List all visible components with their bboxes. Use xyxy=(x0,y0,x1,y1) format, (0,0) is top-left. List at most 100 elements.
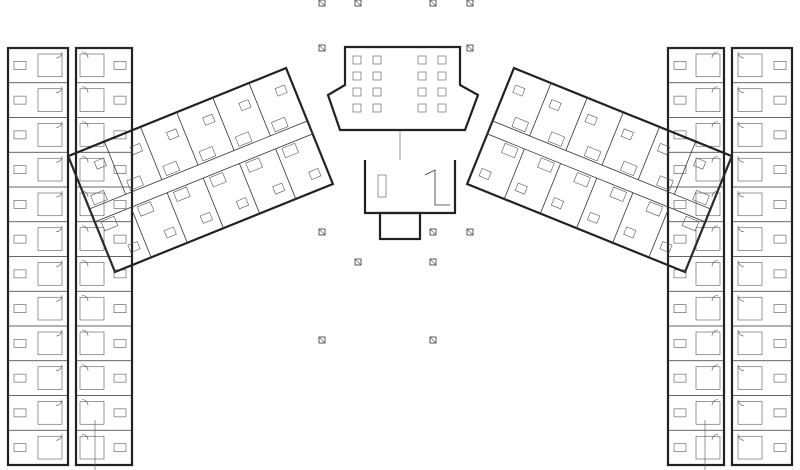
bed-icon xyxy=(773,200,787,209)
door-swing-icon xyxy=(711,294,719,302)
unit-partition xyxy=(140,126,163,180)
door-swing-icon xyxy=(55,86,63,94)
diagonal-wing xyxy=(66,66,335,274)
bed-icon xyxy=(623,226,637,239)
bed-icon xyxy=(163,226,177,239)
door-swing-icon xyxy=(55,156,63,163)
column-marker-icon xyxy=(466,228,474,236)
door-swing-icon xyxy=(55,364,63,372)
door-swing-icon xyxy=(81,225,89,232)
door-swing-icon xyxy=(81,294,89,302)
bathroom xyxy=(737,331,763,356)
bathroom xyxy=(695,366,721,390)
bed-icon xyxy=(673,130,687,140)
bathroom xyxy=(737,88,763,112)
bathroom xyxy=(37,192,63,217)
column-marker-icon xyxy=(466,44,474,52)
door-swing-icon xyxy=(737,399,745,406)
bathroom xyxy=(37,435,63,460)
bed-icon xyxy=(548,99,562,112)
entry-vestibule xyxy=(378,211,422,241)
column-cross xyxy=(318,44,326,52)
site-columns xyxy=(318,0,474,344)
column-cross xyxy=(354,0,362,7)
bathroom xyxy=(737,123,763,147)
bed-icon xyxy=(673,304,687,313)
bathroom xyxy=(37,88,63,112)
door-swing-icon xyxy=(55,121,63,128)
dining-table-icon xyxy=(437,103,447,113)
bed-icon xyxy=(13,95,27,105)
bathroom xyxy=(695,331,721,356)
column-marker-icon xyxy=(354,0,362,7)
bed-icon xyxy=(113,200,127,209)
unit-partition xyxy=(529,82,552,137)
diagonal-wing-wall xyxy=(66,66,335,274)
bed-icon xyxy=(13,130,27,140)
bed-icon xyxy=(113,373,127,383)
bed-icon xyxy=(693,157,707,170)
bathroom xyxy=(695,157,721,182)
dining-table-icon xyxy=(372,87,382,97)
bathroom xyxy=(79,53,105,78)
column-marker-icon xyxy=(318,0,326,7)
bed-icon xyxy=(129,143,144,155)
unit-partition xyxy=(539,163,561,214)
bed-icon xyxy=(512,84,526,97)
dining-table-icon xyxy=(372,55,382,65)
bed-icon xyxy=(13,443,27,452)
bed-icon xyxy=(673,200,687,209)
column-marker-icon xyxy=(318,336,326,344)
bathroom xyxy=(209,172,227,188)
bathroom xyxy=(737,435,763,460)
bed-icon xyxy=(773,408,787,418)
bed-icon xyxy=(113,61,127,70)
unit-partition xyxy=(166,192,188,243)
bathroom xyxy=(695,88,721,112)
bathroom xyxy=(79,88,105,112)
column-cross xyxy=(318,228,326,236)
column-marker-icon xyxy=(429,258,437,266)
unit-partition xyxy=(176,112,199,166)
bed-icon xyxy=(773,130,787,140)
column-marker-icon xyxy=(429,228,437,236)
bathroom xyxy=(511,116,529,133)
bathroom xyxy=(681,215,700,232)
door-swing-icon xyxy=(737,260,745,267)
bathroom xyxy=(695,296,721,321)
bathroom xyxy=(37,53,63,78)
bed-icon xyxy=(113,234,127,244)
bathroom xyxy=(737,296,763,321)
bathroom xyxy=(573,172,591,188)
column-cross xyxy=(429,258,437,266)
bathroom xyxy=(79,296,105,321)
bed-icon xyxy=(93,157,107,170)
dining-table-icon xyxy=(437,71,447,81)
bathroom xyxy=(737,262,763,286)
bed-icon xyxy=(673,61,687,70)
column-marker-icon xyxy=(354,258,362,266)
diagonal-wing xyxy=(465,66,734,274)
door-swing-icon xyxy=(711,121,719,128)
door-swing-icon xyxy=(737,329,745,337)
bed-icon xyxy=(584,113,598,126)
unit-partition xyxy=(673,141,697,195)
dining-table-icon xyxy=(437,55,447,65)
bed-icon xyxy=(773,304,787,313)
bed-icon xyxy=(659,241,673,254)
bed-icon xyxy=(13,339,27,348)
door-swing-icon xyxy=(737,86,745,94)
bathroom xyxy=(126,175,144,191)
bed-icon xyxy=(113,339,127,348)
door-swing-icon xyxy=(737,121,745,128)
bathroom xyxy=(79,435,105,460)
column-marker-icon xyxy=(318,228,326,236)
bed-icon xyxy=(550,197,565,210)
unit-partition xyxy=(130,207,152,258)
door-swing-icon xyxy=(737,225,745,233)
bathroom xyxy=(271,116,289,133)
bed-icon xyxy=(274,84,288,97)
bathroom xyxy=(79,262,105,286)
door-swing-icon xyxy=(711,399,719,406)
